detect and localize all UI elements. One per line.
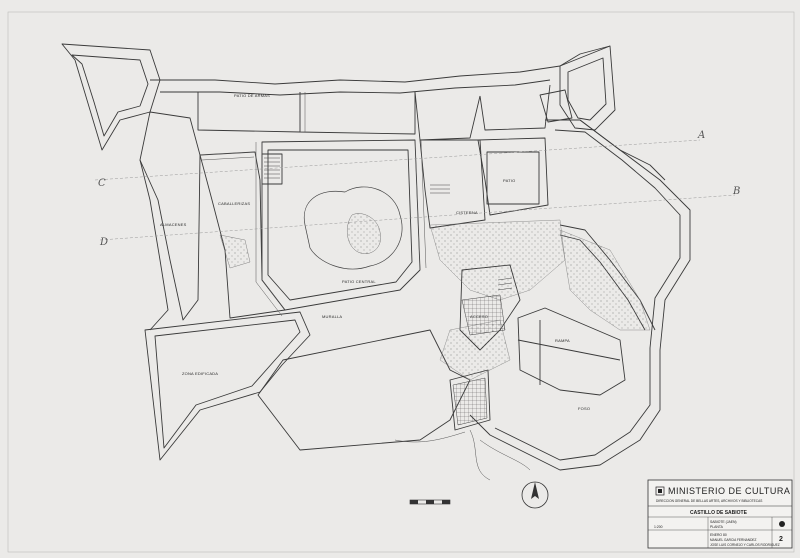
label-muralla: MURALLA: [322, 314, 342, 319]
drawing-scale: 1:200: [654, 525, 663, 529]
section-mark-d: D: [99, 237, 108, 248]
section-mark-b: B: [732, 186, 740, 197]
label-rampa: RAMPA: [555, 338, 570, 343]
room-labels: PATIO DE ARMAS PATIO CENTRAL PATIO CABAL…: [160, 93, 590, 411]
label-caballerizas: CABALLERIZAS: [218, 201, 250, 206]
section-mark-c: C: [98, 178, 106, 189]
title-block: MINISTERIO DE CULTURA DIRECCION GENERAL …: [647, 479, 793, 549]
label-acceso: ACCESO: [470, 314, 488, 319]
drawing-title: CASTILLO DE SABIOTE: [690, 510, 748, 516]
section-lines: [94, 139, 736, 241]
label-zona-edificada: ZONA EDIFICADA: [182, 371, 218, 376]
sheet-border: [7, 11, 795, 553]
plan-label: PLANTA: [710, 525, 724, 529]
institution-name: MINISTERIO DE CULTURA: [668, 486, 790, 496]
label-patio: PATIO: [503, 178, 515, 183]
wall-thickness: [199, 92, 427, 317]
north-arrow-icon: [521, 481, 549, 509]
section-markers: A B C D: [98, 130, 740, 248]
emblem-icon: [655, 486, 665, 496]
label-patio-central: PATIO CENTRAL: [342, 279, 376, 284]
label-almacenes: ALMACENES: [160, 222, 187, 227]
label-foso: FOSO: [578, 406, 590, 411]
scale-bar-icon: [409, 499, 451, 505]
drawing-date: ENERO 80: [710, 533, 727, 537]
sheet-number: 2: [779, 536, 783, 543]
drawing-author-2: JOSE LUIS CORNEJO Y CARLOS RODRIGUEZ: [710, 543, 780, 547]
section-mark-a: A: [697, 130, 705, 141]
drawing-subtitle: SABIOTE (JAEN): [710, 520, 737, 524]
label-cisterna: CISTERNA: [456, 210, 478, 215]
terrain-areas: [219, 186, 651, 481]
drawing-author-1: MANUEL GARCIA FERNANDEZ: [710, 538, 757, 542]
department-name: DIRECCION GENERAL DE BELLAS ARTES, ARCHI…: [656, 499, 762, 503]
label-patio-armas: PATIO DE ARMAS: [234, 93, 270, 98]
stairs: [264, 157, 513, 291]
sheet-marker-icon: [779, 521, 785, 527]
